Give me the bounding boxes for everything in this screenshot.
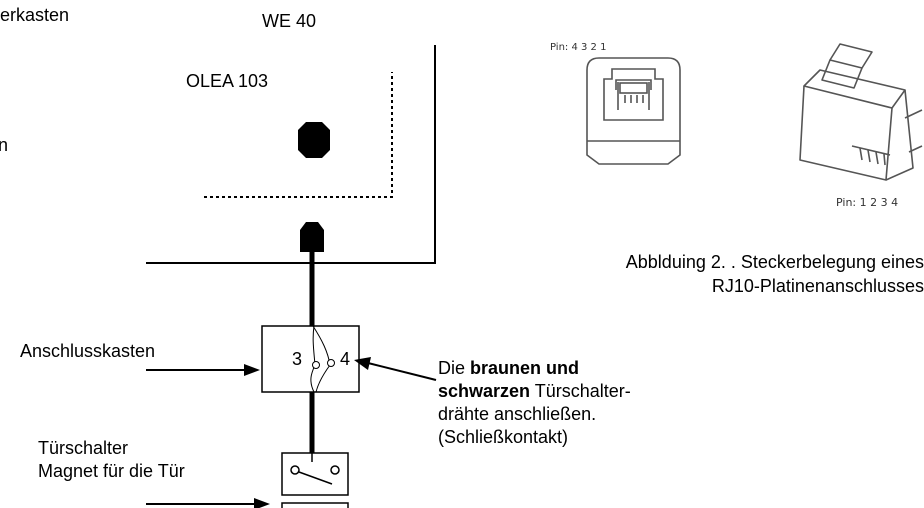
olea103-board-outline: [204, 72, 393, 198]
terminal-3-screw: [312, 361, 320, 369]
wiring-note: Die braunen und schwarzen Türschalter- d…: [438, 357, 631, 449]
door-magnet-box: [281, 502, 349, 508]
wiring-note-line-1: Die braunen und: [438, 358, 580, 378]
terminal-4-label: 4: [340, 349, 351, 369]
terminal-3-label: 3: [292, 349, 303, 369]
switch-contact-right: [330, 465, 340, 475]
arrow-to-magnet-head: [254, 498, 270, 508]
cut-off-label-top: lerkasten: [0, 5, 70, 25]
rj10-socket-on-board: [298, 122, 330, 158]
arrow-to-terminals: [367, 362, 437, 381]
arrow-to-terminals-head: [354, 357, 371, 370]
magnet-label: Magnet für die Tür: [38, 461, 185, 481]
switch-contact-left: [290, 465, 300, 475]
rj10-caption-line-2: RJ10-Platinenanschlusses: [711, 276, 924, 296]
plug-pin-label: Pin: 1 2 3 4: [836, 196, 899, 209]
rj10-plug-3d-view: [799, 43, 923, 181]
wiring-note-line-3: drähte anschließen.: [438, 404, 597, 424]
cut-off-label-left: n: [0, 135, 9, 155]
terminal-4-screw: [327, 359, 335, 367]
arrow-to-box-head: [244, 364, 260, 376]
wiring-note-line-4: (Schließkontakt): [438, 427, 569, 447]
door-switch-box: [281, 452, 349, 496]
anschlusskasten-label: Anschlusskasten: [20, 341, 156, 361]
wiring-note-line-2: schwarzen Türschalter-: [438, 381, 631, 401]
rj10-caption: Abblduing 2. . Steckerbelegung eines RJ1…: [500, 250, 924, 298]
we40-label: WE 40: [262, 11, 317, 31]
olea103-label: OLEA 103: [186, 71, 269, 91]
rj10-plug: [300, 222, 324, 252]
rj10-caption-line-1: Abblduing 2. . Steckerbelegung eines: [625, 252, 924, 272]
tuerschalter-label: Türschalter: [38, 438, 129, 458]
rj10-socket-front-view: [586, 57, 681, 165]
switch-lever: [298, 471, 333, 485]
socket-pin-label: Pin: 4 3 2 1: [550, 42, 607, 53]
